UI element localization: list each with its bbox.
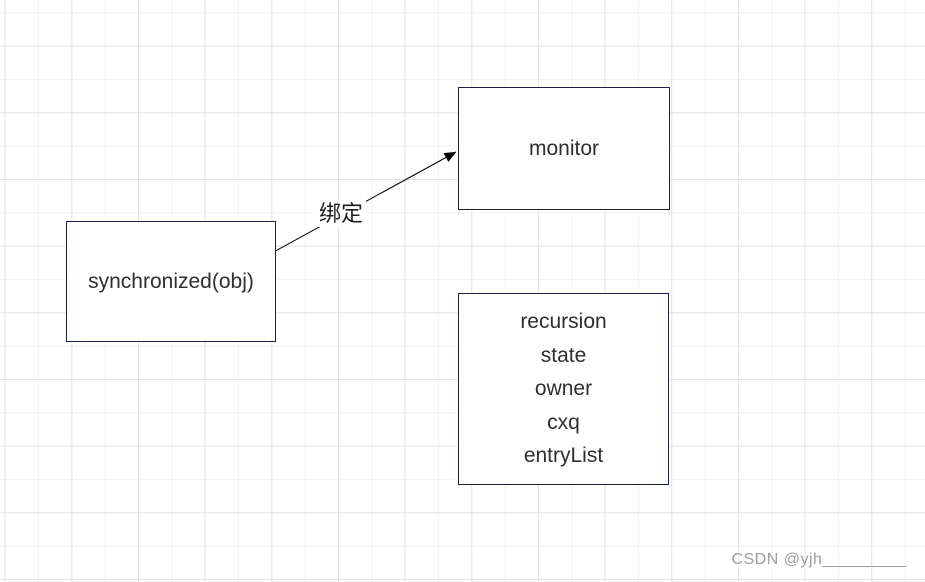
node-monitor-fields: recursion state owner cxq entryList — [458, 293, 669, 485]
monitor-field-owner: owner — [534, 377, 593, 401]
monitor-field-entrylist: entryList — [523, 444, 604, 468]
node-monitor-label: monitor — [528, 136, 600, 160]
monitor-field-recursion: recursion — [520, 310, 607, 334]
csdn-watermark: CSDN @yjh_________ — [731, 551, 907, 568]
monitor-field-state: state — [540, 343, 587, 367]
monitor-field-cxq: cxq — [547, 410, 580, 434]
node-monitor: monitor — [458, 87, 670, 210]
node-synchronized-obj: synchronized(obj) — [66, 221, 276, 342]
binding-edge-label: 绑定 — [316, 201, 367, 227]
node-synchronized-label: synchronized(obj) — [88, 269, 254, 293]
